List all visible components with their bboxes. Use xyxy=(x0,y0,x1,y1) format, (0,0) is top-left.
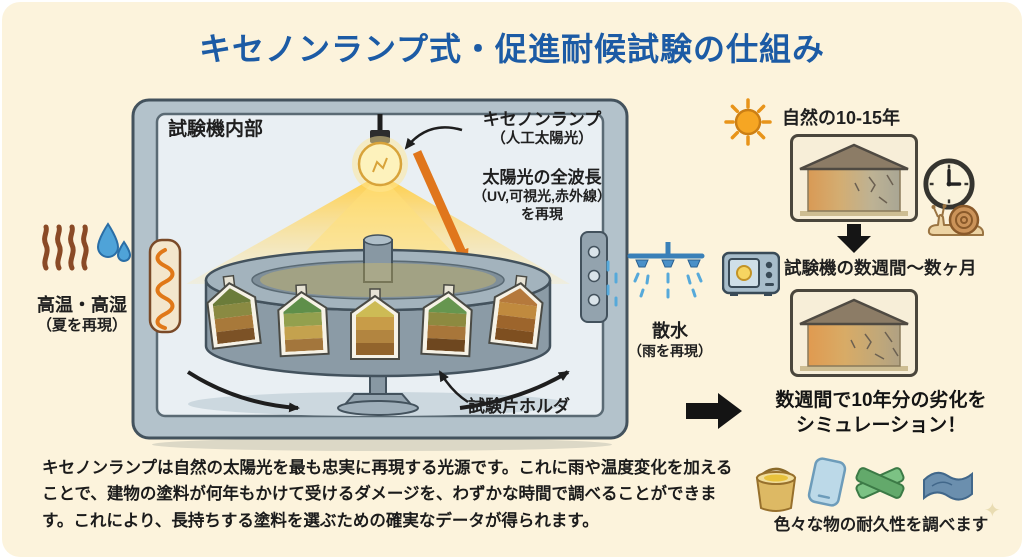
weathered-house-natural xyxy=(790,134,918,222)
rain-sublabel: （雨を再現） xyxy=(628,342,712,359)
specimen-card xyxy=(488,274,544,350)
rotation-arrow-left xyxy=(186,370,300,413)
interior-label: 試験機内部 xyxy=(168,119,264,140)
wood-planks-icon xyxy=(855,467,905,499)
right-arrow-icon xyxy=(686,393,742,429)
specimen-card xyxy=(350,288,400,360)
wavelength-label-block: 太陽光の全波長 （UV,可視光,赤外線） を再現 xyxy=(454,167,630,223)
weathered-house-machine xyxy=(790,289,918,377)
sprinkler-icon xyxy=(606,242,705,307)
specimen-card xyxy=(206,274,262,350)
paint-bucket-icon xyxy=(755,467,797,512)
chamber-shadow xyxy=(152,438,612,451)
heat-icon xyxy=(42,224,89,271)
lamp-pointer-arrow xyxy=(404,126,463,150)
control-panel xyxy=(580,231,608,323)
xenon-lamp-icon xyxy=(352,114,408,192)
clock-icon xyxy=(923,158,975,210)
summer-sublabel: （夏を再現） xyxy=(36,316,127,334)
xenon-lamp-label: キセノンランプ xyxy=(482,110,602,129)
uv-arrow xyxy=(412,150,471,266)
spray-label-block: 散水 （雨を再現） xyxy=(622,320,718,360)
test-chamber-illustration xyxy=(131,98,629,440)
wavelength-label-line2: （UV,可視光,赤外線） xyxy=(473,188,611,205)
down-arrow-icon xyxy=(837,224,871,253)
xenon-lamp-label-block: キセノンランプ （人工太陽光） xyxy=(454,109,630,148)
holder-label: 試験片ホルダ xyxy=(468,397,570,416)
test-machine-icon xyxy=(722,251,780,296)
smartphone-icon xyxy=(807,457,847,507)
rotation-arrow-right xyxy=(459,370,570,410)
result-text-block: 数週間で10年分の劣化を シミュレーション！ xyxy=(746,389,1016,438)
holder-pointer-arrow xyxy=(438,370,469,404)
natural-duration-label: 自然の10-15年 xyxy=(782,108,901,128)
heater-coil-icon xyxy=(148,238,182,334)
wavelength-label-line1: 太陽光の全波長 xyxy=(482,168,602,187)
result-text-line1: 数週間で10年分の劣化を xyxy=(775,390,987,411)
heat-humidity-label-block: 高温・高湿 （夏を再現） xyxy=(24,294,140,335)
machine-duration-label: 試験機の数週間〜数ヶ月 xyxy=(784,258,977,278)
wavelength-label-line3: を再現 xyxy=(521,205,563,222)
durability-items-icons xyxy=(755,457,973,512)
fabric-icon xyxy=(923,471,973,501)
specimen-card xyxy=(420,284,473,358)
snail-icon xyxy=(927,204,984,236)
sun-icon xyxy=(724,98,772,146)
spray-label: 散水 xyxy=(652,321,688,341)
artificial-sunlight-sublabel: （人工太陽光） xyxy=(491,131,593,148)
specimen-card xyxy=(277,284,330,358)
durability-label: 色々な物の耐久性を調べます xyxy=(773,516,989,534)
footer-paragraph: キセノンランプは自然の太陽光を最も忠実に再現する光源です。これに雨や温度変化を加… xyxy=(42,459,733,530)
page-title: キセノンランプ式・促進耐候試験の仕組み xyxy=(198,31,826,67)
sparkle-icon: ✦ xyxy=(984,500,1001,522)
result-text-line2: シミュレーション！ xyxy=(795,414,967,436)
water-drop-icon xyxy=(96,222,132,262)
heat-humidity-label: 高温・高湿 xyxy=(37,295,127,315)
